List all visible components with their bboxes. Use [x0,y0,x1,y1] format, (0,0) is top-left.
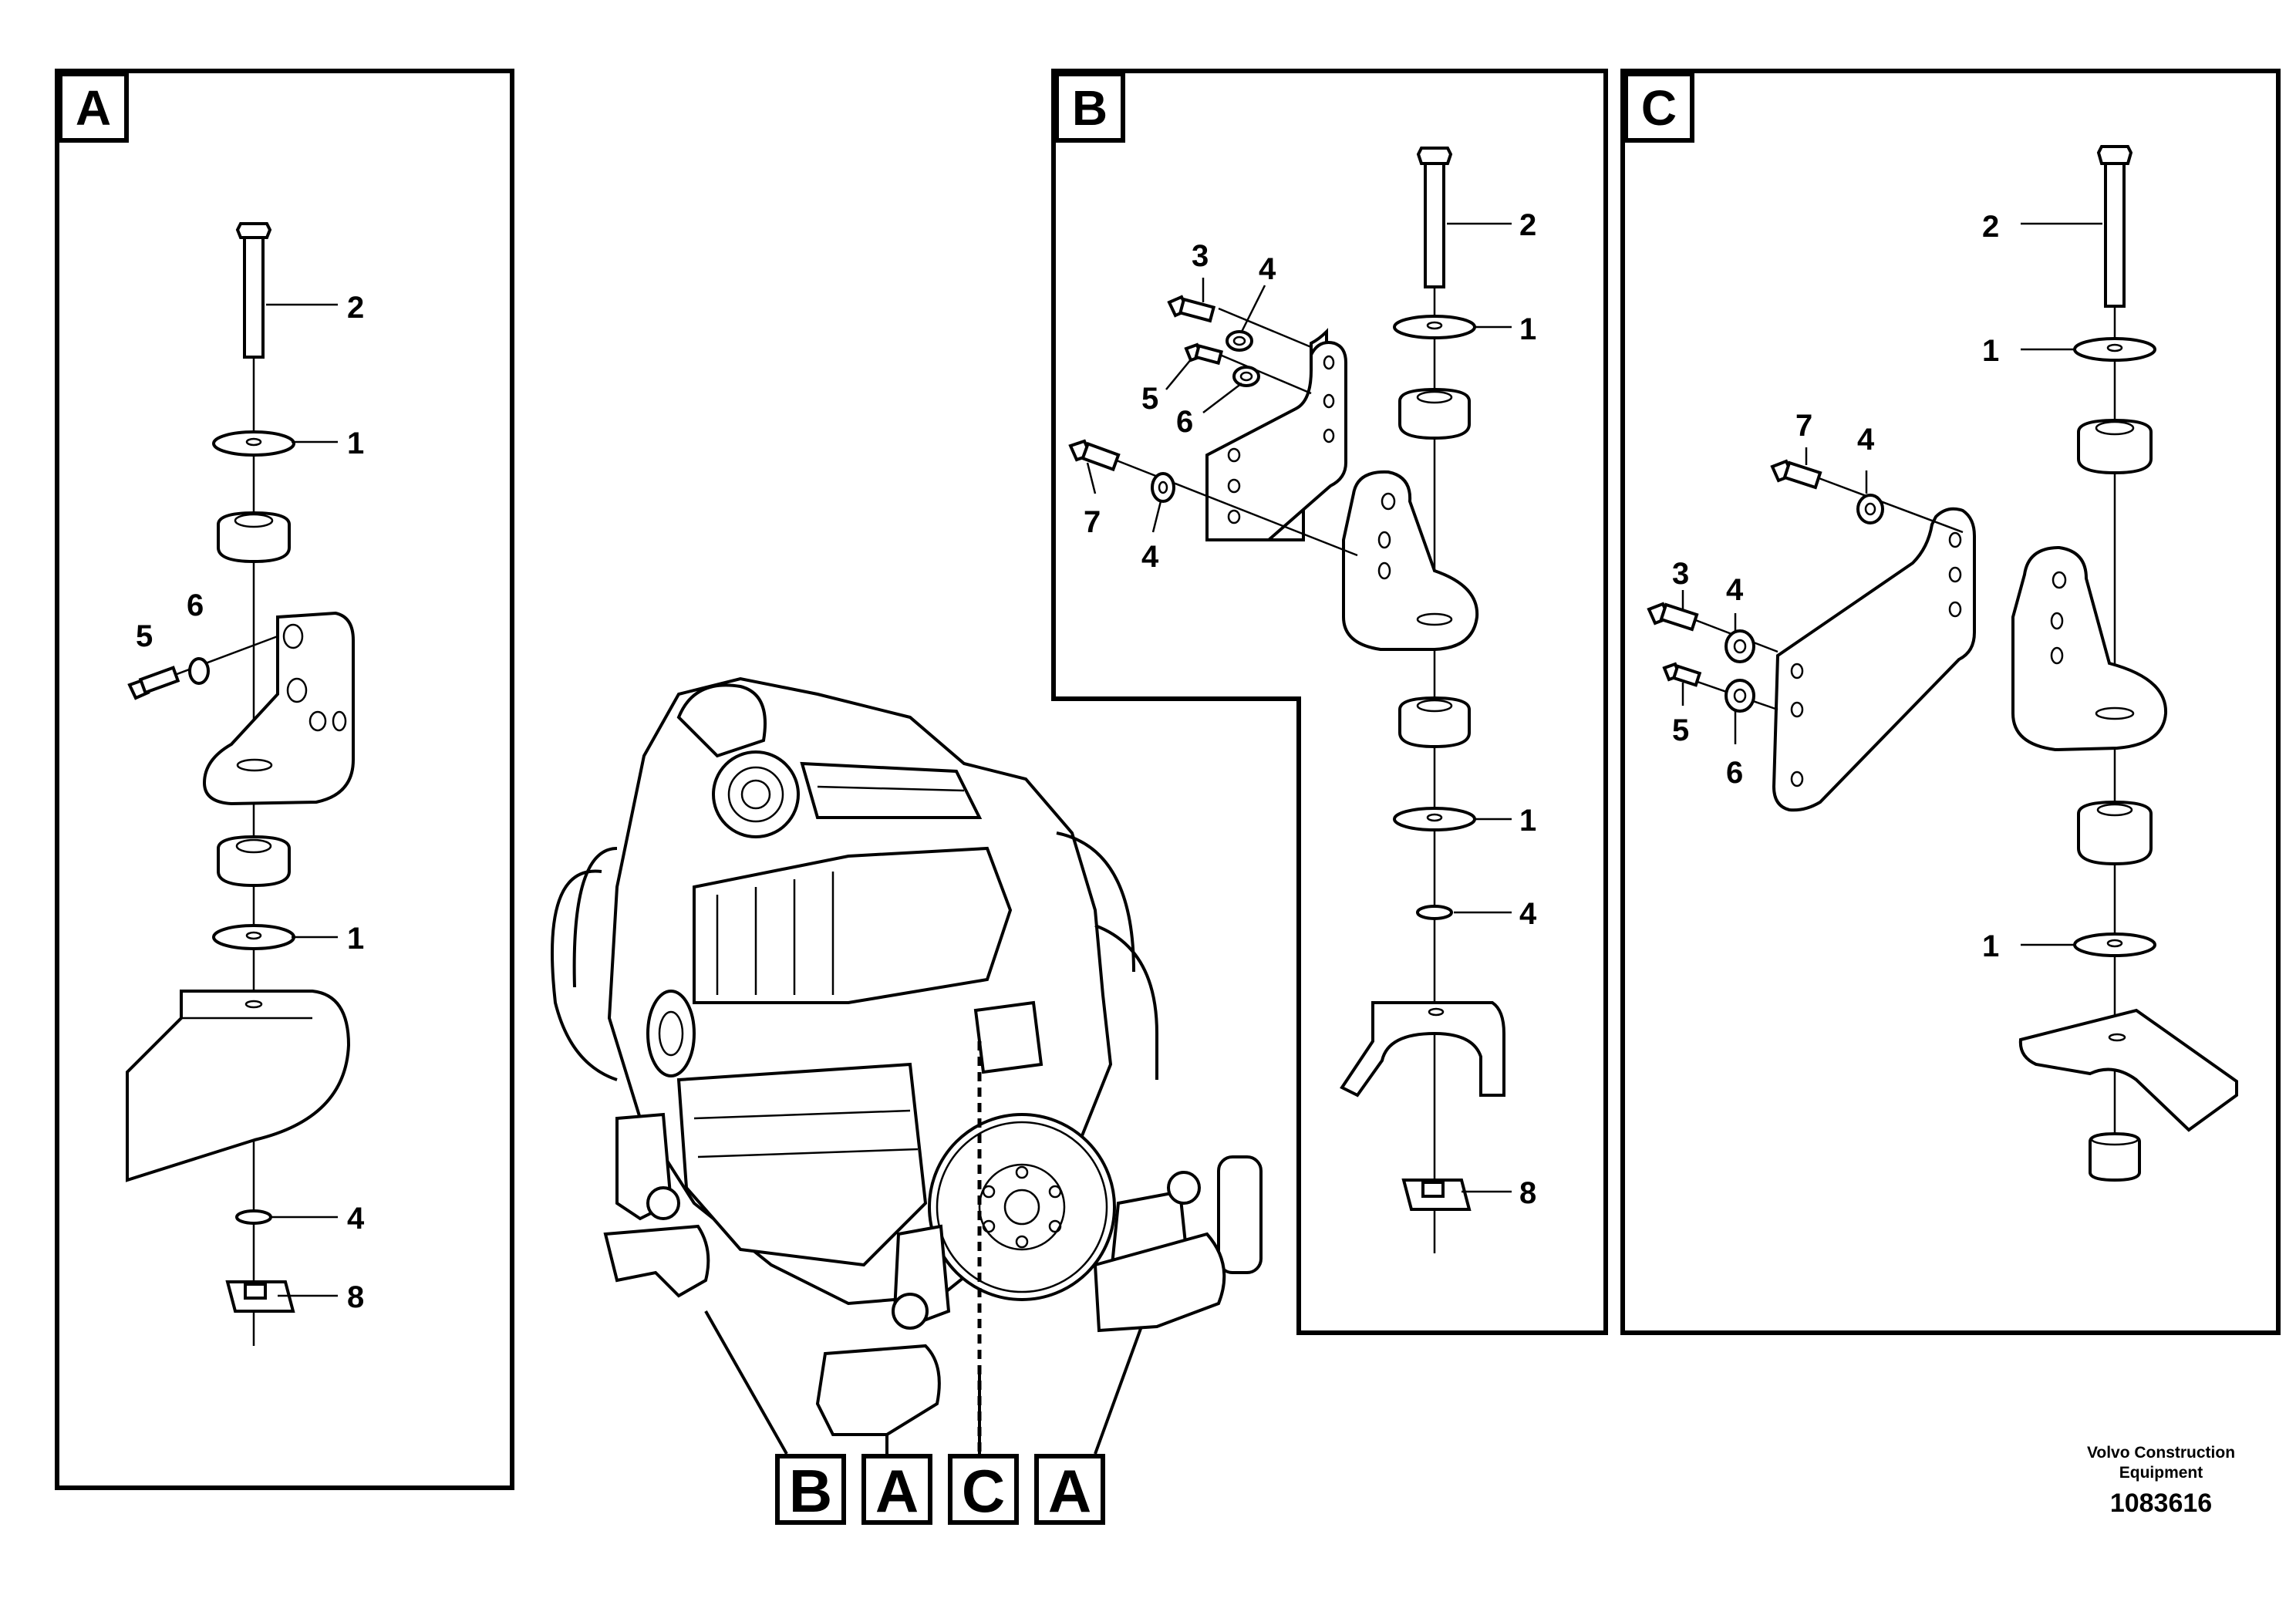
part-label-c-5: 5 [1672,713,1689,747]
part-label-b-1-lower: 1 [1519,804,1536,838]
part-label-c-4-upper: 4 [1857,423,1875,457]
panel-a-leaders [266,303,338,1297]
panel-c: C [1620,69,2281,1335]
panel-b-letter: B [1072,80,1108,136]
part-label-a-4: 4 [347,1202,365,1236]
part-label-b-4-upper: 4 [1259,252,1276,286]
part-label-c-7: 7 [1795,409,1812,443]
part-label-c-4-lower: 4 [1726,573,1744,607]
callout-a-center: A [875,1457,919,1525]
part-label-a-1-lower: 1 [347,922,364,956]
part-label-b-7: 7 [1084,505,1101,539]
company-name-line1: Volvo Construction [2087,1444,2235,1462]
part-label-a-1-upper: 1 [347,427,364,460]
part-label-c-6: 6 [1726,756,1743,790]
part-label-a-6: 6 [187,588,204,622]
part-label-a-8: 8 [347,1280,364,1314]
panel-c-parts [1647,145,2238,1182]
part-label-b-4-lower: 4 [1519,897,1537,931]
part-label-a-5: 5 [136,619,153,653]
part-label-c-1-upper: 1 [1982,334,1999,368]
part-label-b-1-upper: 1 [1519,312,1536,346]
engine-illustration [551,676,1263,1458]
panel-a: A [55,69,514,1490]
part-label-b-5: 5 [1141,382,1158,416]
part-label-b-4-middle: 4 [1141,540,1159,574]
panel-b-leaders [1086,222,1512,1193]
part-label-b-8: 8 [1519,1176,1536,1210]
panel-c-leaders [1681,222,2102,946]
callout-a-right: A [1048,1457,1091,1525]
part-label-b-6: 6 [1176,405,1193,439]
drawing-footer: Volvo Construction Equipment 1083616 [2087,1444,2235,1518]
part-label-c-2: 2 [1982,210,1999,244]
company-name-line2: Equipment [2119,1464,2203,1482]
callout-letters: B A C A [775,1454,1105,1525]
panel-c-letter: C [1641,80,1677,136]
panel-a-letter: A [76,80,111,136]
callout-b: B [789,1457,832,1525]
part-label-c-3: 3 [1672,557,1689,591]
part-label-b-3: 3 [1192,239,1209,273]
callout-leaders [704,1310,1143,1455]
panel-b-parts [1068,147,1505,1253]
panel-b: B [1051,69,1608,1335]
drawing-number: 1083616 [2110,1489,2212,1518]
part-label-c-1-lower: 1 [1982,929,1999,963]
part-label-b-2: 2 [1519,208,1536,242]
panel-a-parts [126,222,355,1346]
callout-c: C [962,1457,1005,1525]
part-label-a-2: 2 [347,291,364,325]
